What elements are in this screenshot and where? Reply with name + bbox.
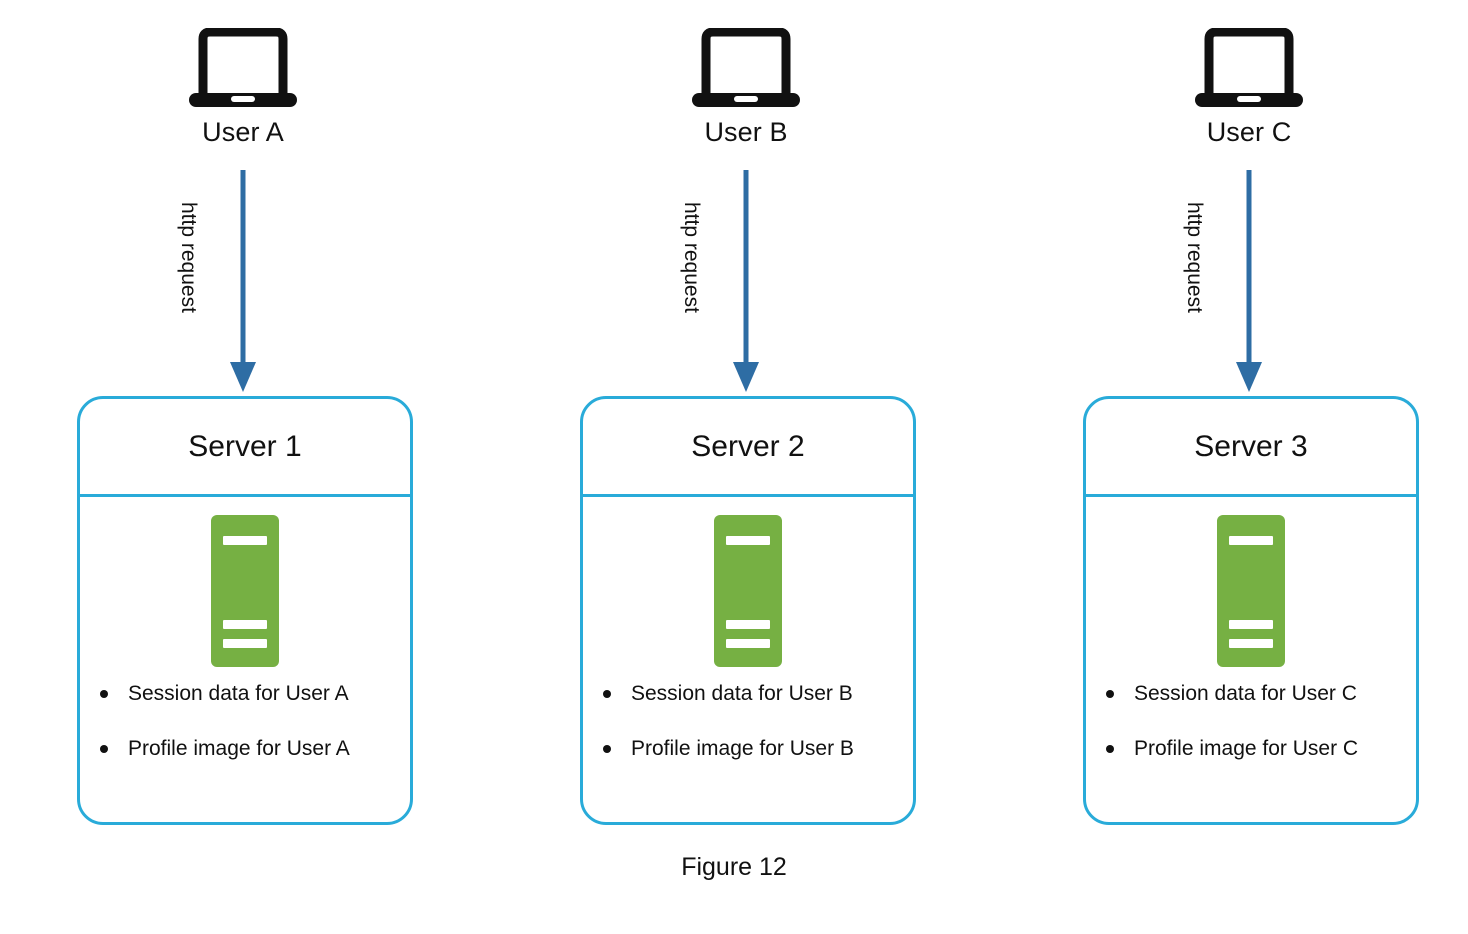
resource-label: Session data for User C	[1134, 682, 1357, 705]
bullet-icon	[1106, 690, 1114, 698]
client-node-user-a: User A	[71, 28, 415, 148]
list-item: Profile image for User A	[92, 736, 400, 761]
laptop-icon	[692, 28, 800, 107]
flow-column-user-b: User B http request Server 2	[574, 0, 918, 934]
server-icon-wrap	[583, 497, 913, 667]
list-item: Session data for User C	[1098, 681, 1406, 706]
resource-label: Profile image for User B	[631, 737, 854, 760]
laptop-icon	[1195, 28, 1303, 107]
bullet-icon	[100, 690, 108, 698]
bullet-icon	[603, 690, 611, 698]
server-card-body: Session data for User A Profile image fo…	[80, 497, 410, 822]
server-resource-list: Session data for User C Profile image fo…	[1086, 681, 1416, 761]
resource-label: Session data for User A	[128, 682, 349, 705]
down-arrow-icon	[230, 170, 256, 392]
client-node-user-c: User C	[1077, 28, 1421, 148]
server-title: Server 1	[188, 429, 302, 463]
client-label: User C	[1206, 117, 1292, 147]
http-request-arrow-user-c: http request	[1077, 168, 1421, 396]
laptop-icon	[189, 28, 297, 107]
list-item: Session data for User A	[92, 681, 400, 706]
flow-column-user-a: User A http request Server 1	[71, 0, 415, 934]
arrow-label: http request	[680, 202, 703, 313]
server-card-header: Server 1	[80, 399, 410, 497]
server-rack-icon	[714, 515, 782, 667]
server-card-header: Server 3	[1086, 399, 1416, 497]
server-resource-list: Session data for User A Profile image fo…	[80, 681, 410, 761]
list-item: Session data for User B	[595, 681, 903, 706]
resource-label: Profile image for User A	[128, 737, 350, 760]
list-item: Profile image for User C	[1098, 736, 1406, 761]
bullet-icon	[1106, 745, 1114, 753]
server-card-2[interactable]: Server 2 Session data for User B	[580, 396, 916, 825]
client-node-user-b: User B	[574, 28, 918, 148]
server-resource-list: Session data for User B Profile image fo…	[583, 681, 913, 761]
server-card-3[interactable]: Server 3 Session data for User C	[1083, 396, 1419, 825]
arrow-label: http request	[1183, 202, 1206, 313]
client-label: User A	[202, 117, 284, 147]
bullet-icon	[100, 745, 108, 753]
client-label: User B	[704, 117, 788, 147]
server-icon-wrap	[80, 497, 410, 667]
down-arrow-icon	[733, 170, 759, 392]
arrow-label: http request	[177, 202, 200, 313]
server-card-1[interactable]: Server 1 Session data for User A	[77, 396, 413, 825]
bullet-icon	[603, 745, 611, 753]
list-item: Profile image for User B	[595, 736, 903, 761]
server-card-body: Session data for User B Profile image fo…	[583, 497, 913, 822]
http-request-arrow-user-b: http request	[574, 168, 918, 396]
server-rack-icon	[1217, 515, 1285, 667]
server-card-header: Server 2	[583, 399, 913, 497]
figure-caption: Figure 12	[681, 853, 787, 881]
resource-label: Session data for User B	[631, 682, 853, 705]
resource-label: Profile image for User C	[1134, 737, 1359, 760]
down-arrow-icon	[1236, 170, 1262, 392]
server-card-body: Session data for User C Profile image fo…	[1086, 497, 1416, 822]
server-title: Server 2	[691, 429, 805, 463]
server-rack-icon	[211, 515, 279, 667]
server-icon-wrap	[1086, 497, 1416, 667]
flow-column-user-c: User C http request Server 3	[1077, 0, 1421, 934]
server-title: Server 3	[1194, 429, 1308, 463]
http-request-arrow-user-a: http request	[71, 168, 415, 396]
